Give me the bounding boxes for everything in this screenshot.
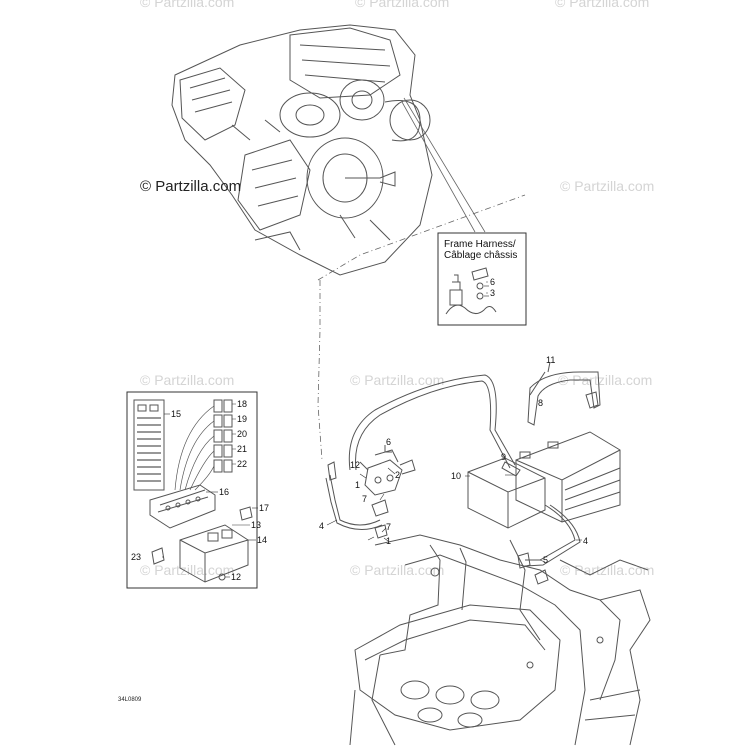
callout-4-left: 4 xyxy=(319,521,325,531)
watermark: © Partzilla.com xyxy=(350,562,445,578)
drawing-code: 34L0809 xyxy=(118,697,142,703)
ground-cable-left xyxy=(325,461,383,530)
battery-pad xyxy=(467,457,546,529)
callout-7: 7 xyxy=(362,494,368,504)
vehicle-frame xyxy=(349,534,651,746)
battery-cable-positive xyxy=(348,371,546,477)
watermark: © Partzilla.com xyxy=(558,372,653,388)
fuse-label-card xyxy=(133,399,165,491)
inset-title: Frame Harness/ Câblage châssis xyxy=(444,239,517,261)
callout-2: 2 xyxy=(395,470,401,480)
callout-16: 16 xyxy=(219,487,230,497)
callout-6: 6 xyxy=(386,437,392,447)
callout-1: 1 xyxy=(355,480,361,490)
watermark: © Partzilla.com xyxy=(560,178,655,194)
fuses xyxy=(174,399,233,491)
fuse-box-base xyxy=(151,506,253,583)
battery xyxy=(515,431,621,523)
callout-23: 23 xyxy=(131,552,142,562)
callout-1b: 1 xyxy=(386,536,392,546)
watermark: © Partzilla.com xyxy=(140,562,235,578)
callout-18: 18 xyxy=(237,399,248,409)
watermark: © Partzilla.com xyxy=(555,0,650,10)
callout-10: 10 xyxy=(451,471,462,481)
inset-title-line2: Câblage châssis xyxy=(444,250,518,261)
leader-lines xyxy=(162,281,582,578)
watermark: © Partzilla.com xyxy=(140,372,235,388)
callout-inset-6: 6 xyxy=(490,277,496,287)
callout-12: 12 xyxy=(231,572,242,582)
callout-13: 13 xyxy=(251,520,262,530)
callout-20: 20 xyxy=(237,429,248,439)
callout-17: 17 xyxy=(259,503,270,513)
callout-4-right: 4 xyxy=(583,536,589,546)
callout-22: 22 xyxy=(237,459,248,469)
callout-14: 14 xyxy=(257,535,268,545)
callout-19: 19 xyxy=(237,414,248,424)
watermark-main: © Partzilla.com xyxy=(140,178,242,195)
solenoid-assembly xyxy=(359,445,416,539)
ground-cable-right xyxy=(517,504,581,585)
battery-strap xyxy=(527,361,601,426)
watermark: © Partzilla.com xyxy=(350,372,445,388)
callout-5: 5 xyxy=(543,555,549,565)
watermark: © Partzilla.com xyxy=(140,0,235,10)
inset-ground-stud xyxy=(445,267,497,315)
callout-11: 11 xyxy=(546,355,556,365)
callout-15: 15 xyxy=(171,409,182,419)
inset-title-line1: Frame Harness/ xyxy=(444,239,516,250)
frame-harness-inset xyxy=(437,232,527,326)
callout-21: 21 xyxy=(237,444,248,454)
watermark: © Partzilla.com xyxy=(560,562,655,578)
callout-inset-3: 3 xyxy=(490,288,496,298)
callout-7b: 7 xyxy=(386,522,392,532)
fuse-box-lid xyxy=(149,484,216,529)
watermark: © Partzilla.com xyxy=(355,0,450,10)
callout-12-harness: 12 xyxy=(350,460,361,470)
callout-9: 9 xyxy=(501,452,507,462)
callout-8: 8 xyxy=(538,398,544,408)
engine-illustration xyxy=(171,24,433,276)
fuse-box-frame xyxy=(126,391,258,589)
